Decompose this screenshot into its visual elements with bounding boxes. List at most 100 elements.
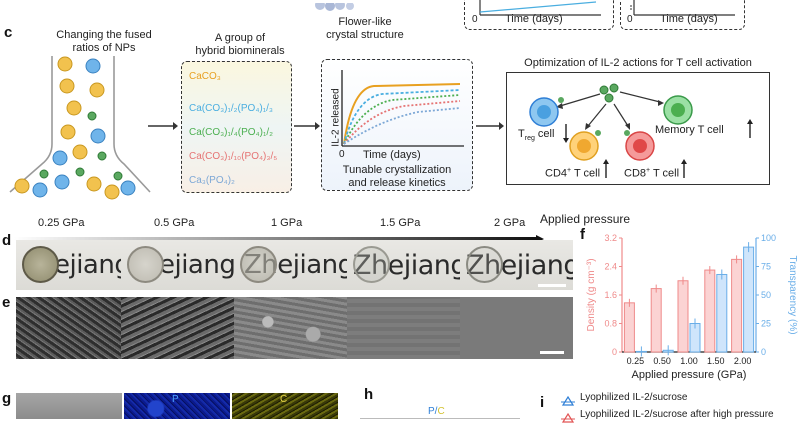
applied-pressure-label: Applied pressure bbox=[540, 212, 631, 226]
density-bar bbox=[731, 258, 743, 353]
panel-label-d: d bbox=[2, 232, 12, 249]
legend-marker-1 bbox=[561, 393, 575, 406]
sem-image-1 bbox=[16, 297, 129, 359]
biomineral-label-4: Ca(CO₃)₁/₁₀(PO₄)₃/₅ bbox=[189, 151, 278, 162]
scale-bar bbox=[538, 284, 566, 287]
small-chart-origin-2: 0 bbox=[627, 14, 633, 25]
arrow-right-3 bbox=[476, 118, 504, 130]
transparency-bar bbox=[743, 246, 755, 353]
left-tick-label: 2.4 bbox=[604, 262, 617, 272]
density-transparency-chart: 0 0.8 1.6 2.4 3.2 0 25 50 75 100 0.25 0.50 1.00 1.50 2… bbox=[586, 233, 798, 381]
panel-label-h: h bbox=[364, 386, 374, 403]
release-kinetics-box bbox=[321, 59, 473, 191]
left-tick-label: 0 bbox=[612, 347, 617, 357]
tcell-title: Optimization of IL-2 actions for T cell … bbox=[524, 57, 752, 69]
pressure-label-5: 2 GPa bbox=[494, 217, 526, 229]
microscopy-image-gray bbox=[16, 393, 122, 419]
right-axis-title: Transparency (%) bbox=[787, 255, 798, 334]
element-map-p: P bbox=[124, 393, 230, 419]
small-chart-box-2 bbox=[620, 0, 745, 30]
pellet-disc-2 bbox=[127, 246, 164, 283]
density-bar bbox=[650, 288, 662, 353]
panel-label-i: i bbox=[540, 394, 545, 411]
arrow-right-2 bbox=[294, 118, 320, 130]
right-tick-label: 50 bbox=[761, 290, 771, 300]
x-tick-label: 1.50 bbox=[707, 356, 725, 366]
sem-image-4 bbox=[347, 297, 460, 359]
panel-label-g: g bbox=[2, 390, 12, 407]
pellet-disc-5 bbox=[466, 246, 503, 283]
x-tick-label: 0.50 bbox=[653, 356, 671, 366]
sample-photo-5: Zhejiang bbox=[460, 240, 573, 290]
x-axis-title: Applied pressure (GPa) bbox=[632, 369, 747, 381]
left-tick-label: 0.8 bbox=[604, 319, 617, 329]
sample-photo-2: nejiang bbox=[121, 240, 234, 290]
treg-cell-label: Treg cell bbox=[518, 128, 555, 143]
tcell-box bbox=[506, 72, 770, 185]
small-chart-box-1 bbox=[464, 0, 614, 30]
panel-h-pc-label: P/C bbox=[428, 406, 445, 417]
arrow-right-1 bbox=[148, 118, 178, 130]
memory-cell-label: Memory T cell bbox=[655, 124, 724, 136]
right-tick-label: 25 bbox=[761, 319, 771, 329]
density-bar bbox=[704, 269, 716, 353]
pressure-label-3: 1 GPa bbox=[271, 217, 303, 229]
biominerals-box bbox=[181, 61, 292, 193]
x-tick-label: 2.00 bbox=[734, 356, 752, 366]
biominerals-title: A group of hybrid biominerals bbox=[195, 32, 285, 57]
flower-crystal-icon bbox=[300, 0, 372, 11]
biomineral-label-2: Ca(CO₃)₁/₂(PO₄)₁/₃ bbox=[189, 103, 273, 114]
sem-image-3 bbox=[234, 297, 347, 359]
funnel-title: Changing the fused ratios of NPs bbox=[56, 29, 152, 54]
small-chart-origin-1: 0 bbox=[472, 14, 478, 25]
pressure-label-2: 0.5 GPa bbox=[154, 217, 195, 229]
legend-label-1: Lyophilized IL-2/sucrose bbox=[580, 392, 688, 403]
panel-label-c: c bbox=[4, 24, 13, 41]
biomineral-label-1: CaCO₃ bbox=[189, 71, 221, 82]
panel-label-f: f bbox=[580, 226, 585, 243]
pressure-label-1: 0.25 GPa bbox=[38, 217, 85, 229]
right-tick-label: 0 bbox=[761, 347, 766, 357]
pellet-disc-1 bbox=[22, 246, 59, 283]
element-map-c-label: C bbox=[280, 394, 288, 405]
cd8-cell-label: CD8+ T cell bbox=[624, 167, 680, 180]
sem-scale-bar bbox=[540, 351, 564, 354]
tcell-activation-illustration bbox=[508, 74, 768, 184]
panel-label-e: e bbox=[2, 294, 11, 311]
release-origin: 0 bbox=[339, 149, 345, 160]
pellet-disc-4 bbox=[353, 246, 390, 283]
x-tick-label: 0.25 bbox=[627, 356, 645, 366]
element-map-c: C bbox=[232, 393, 338, 419]
flower-like-label: Flower-like crystal structure bbox=[326, 16, 404, 41]
right-tick-label: 100 bbox=[761, 233, 776, 243]
left-tick-label: 1.6 bbox=[604, 290, 617, 300]
small-chart-axes-1 bbox=[476, 0, 606, 20]
nanoparticle-funnel-illustration bbox=[2, 56, 152, 200]
small-chart-xlabel-1: Time (days) bbox=[505, 13, 563, 25]
biomineral-label-5: Ca₃(PO₄)₂ bbox=[189, 175, 235, 186]
release-kinetics-plot bbox=[330, 68, 468, 153]
left-tick-label: 3.2 bbox=[604, 233, 617, 243]
x-tick-label: 1.00 bbox=[680, 356, 698, 366]
sem-image-2 bbox=[121, 297, 234, 359]
small-chart-axes-2 bbox=[628, 0, 740, 20]
release-caption: Tunable crystallization and release kine… bbox=[342, 164, 452, 189]
density-bar bbox=[677, 280, 689, 353]
legend-label-2: Lyophilized IL-2/sucrose after high pres… bbox=[580, 409, 774, 420]
density-bar bbox=[623, 302, 635, 353]
transparency-bar bbox=[716, 273, 728, 353]
right-tick-label: 75 bbox=[761, 262, 771, 272]
element-map-p-label: P bbox=[172, 394, 179, 405]
cd4-cell-label: CD4+ T cell bbox=[545, 167, 601, 180]
pellet-disc-3 bbox=[240, 246, 277, 283]
biomineral-label-3: Ca(CO₃)₁/₄(PO₄)₁/₂ bbox=[189, 127, 273, 138]
left-axis-title: Density (g cm⁻³) bbox=[586, 258, 597, 331]
release-ylabel: IL-2 released bbox=[330, 88, 342, 147]
pressure-label-4: 1.5 GPa bbox=[380, 217, 421, 229]
sample-photo-4: Zhejiang bbox=[347, 240, 460, 290]
sample-photo-1: hejiang bbox=[16, 240, 129, 290]
sem-image-5 bbox=[460, 297, 573, 359]
applied-pressure-arrow bbox=[14, 230, 544, 243]
sample-photo-3: Zhejiang bbox=[234, 240, 347, 290]
release-xlabel: Time (days) bbox=[363, 149, 421, 161]
